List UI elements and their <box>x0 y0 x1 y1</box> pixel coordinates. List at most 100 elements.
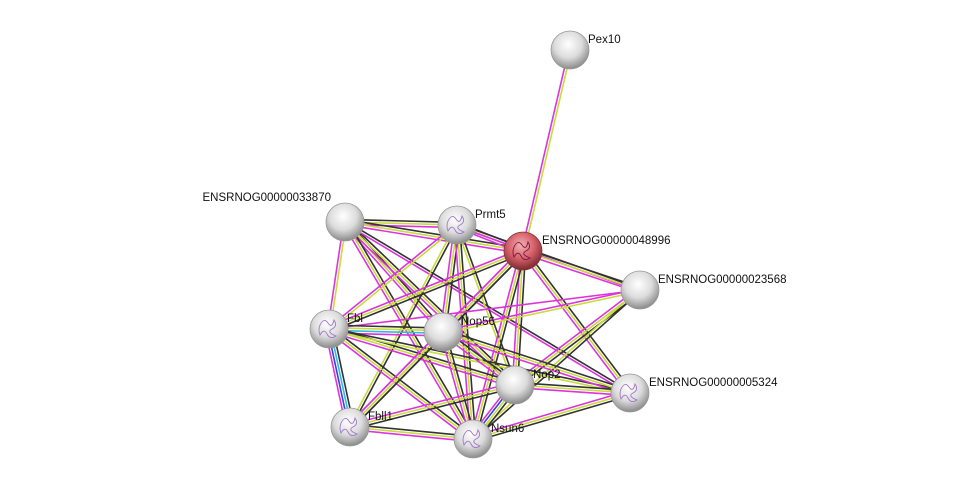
node-sphere[interactable] <box>330 407 370 447</box>
edge-evidence-experiments <box>472 389 630 438</box>
edge-Pex10-ENSRNOG00000048996[interactable] <box>520 49 573 252</box>
node-label: ENSRNOG00000005324 <box>649 377 778 389</box>
edge-ENSRNOG00000033870-ENSRNOG00000048996[interactable] <box>344 218 524 255</box>
node-sphere[interactable] <box>309 309 349 349</box>
edge-evidence-textmining <box>523 50 573 252</box>
edge-evidence-textmining <box>344 221 516 386</box>
edge-Prmt5-Nsun6[interactable] <box>453 224 477 440</box>
edge-evidence-experiments <box>328 332 443 337</box>
node-Pex10[interactable] <box>550 30 590 70</box>
node-sphere[interactable] <box>453 419 493 459</box>
edge-evidence-experiments <box>349 428 473 443</box>
node-label: Nop2 <box>533 369 561 381</box>
edge-evidence-textmining <box>472 250 524 440</box>
edge-evidence-coexpression <box>350 386 516 431</box>
edge-evidence-experiments <box>328 330 515 389</box>
edge-evidence-textmining <box>522 250 631 394</box>
node-ENSRNOG00000005324[interactable] <box>610 373 650 413</box>
node-Nop2[interactable] <box>495 365 535 405</box>
node-sphere[interactable] <box>437 205 477 245</box>
node-Fbll1[interactable] <box>330 407 370 447</box>
node-sphere[interactable] <box>495 365 535 405</box>
protein-structure-icon <box>462 428 481 449</box>
edge-evidence-coexpression <box>346 219 518 384</box>
protein-structure-icon <box>512 240 531 261</box>
edge-Prmt5-Nop2[interactable] <box>455 224 517 386</box>
nodes-layer <box>309 30 660 459</box>
node-label: ENSRNOG00000023568 <box>658 274 787 286</box>
node-ENSRNOG00000048996[interactable] <box>503 231 543 271</box>
node-sphere[interactable] <box>423 312 463 352</box>
edge-evidence-coexpression <box>350 423 474 438</box>
edge-evidence-textmining <box>455 225 515 386</box>
edge-evidence-experiments <box>512 287 639 384</box>
edge-evidence-textmining <box>472 392 631 440</box>
node-label: Fbl <box>347 313 363 325</box>
edge-evidence-experiments <box>441 333 630 397</box>
protein-structure-icon <box>339 416 358 437</box>
node-Nop56[interactable] <box>423 312 463 352</box>
edge-ENSRNOG00000048996-Nsun6[interactable] <box>469 250 527 440</box>
protein-structure-icon <box>318 318 337 339</box>
edge-evidence-textmining <box>349 331 444 428</box>
node-ENSRNOG00000033870[interactable] <box>325 202 365 242</box>
edge-evidence-coexpression <box>524 248 633 392</box>
node-ENSRNOG00000023568[interactable] <box>620 270 660 310</box>
edge-evidence-textmining <box>514 250 524 386</box>
edge-evidence-experiments <box>521 252 640 294</box>
edge-evidence-experiments <box>349 381 515 426</box>
protein-structure-icon <box>446 214 465 235</box>
node-label: Fbll1 <box>368 411 393 423</box>
edge-evidence-coexpression <box>516 251 527 386</box>
edge-evidence-coexpression <box>474 251 527 440</box>
edge-evidence-textmining <box>328 328 474 440</box>
node-Nsun6[interactable] <box>453 419 493 459</box>
edge-Fbl-Nsun6[interactable] <box>326 326 476 442</box>
node-Fbl[interactable] <box>309 309 349 349</box>
node-Prmt5[interactable] <box>437 205 477 245</box>
edge-ENSRNOG00000023568-Nsun6[interactable] <box>471 288 642 441</box>
edge-evidence-textmining <box>329 225 459 331</box>
edge-ENSRNOG00000048996-Fbl[interactable] <box>327 247 525 333</box>
edge-evidence-textmining <box>471 288 640 439</box>
edge-ENSRNOG00000023568-Fbl[interactable] <box>328 289 641 330</box>
edge-ENSRNOG00000005324-Nsun6[interactable] <box>472 389 631 443</box>
edge-evidence-experiments <box>344 223 523 255</box>
edge-ENSRNOG00000023568-Nop56[interactable] <box>442 287 641 335</box>
node-sphere[interactable] <box>503 231 543 271</box>
edge-ENSRNOG00000048996-ENSRNOG00000005324[interactable] <box>520 248 633 396</box>
node-sphere[interactable] <box>620 270 660 310</box>
edge-Nop56-Fbll1[interactable] <box>347 329 446 430</box>
edge-evidence-textmining <box>456 224 474 440</box>
edge-evidence-coexpression <box>329 252 525 333</box>
node-sphere[interactable] <box>325 202 365 242</box>
edge-evidence-coexpression <box>457 224 517 385</box>
edge-evidence-coexpression <box>345 218 524 250</box>
edge-evidence-textmining <box>522 250 641 291</box>
edge-Fbll1-Nsun6[interactable] <box>349 423 474 443</box>
edge-Nop56-ENSRNOG00000005324[interactable] <box>441 328 632 397</box>
edge-Prmt5-Fbl[interactable] <box>327 223 459 331</box>
edge-evidence-coexpression <box>523 247 642 289</box>
edge-ENSRNOG00000048996-ENSRNOG00000023568[interactable] <box>521 247 642 294</box>
edge-evidence-experiments <box>328 289 641 330</box>
edge-evidence-textmining <box>328 250 524 330</box>
edge-evidence-coexpression <box>351 333 446 430</box>
edge-evidence-textmining <box>349 426 474 440</box>
edge-evidence-textmining <box>442 331 631 394</box>
edge-evidence-experiments <box>327 247 523 328</box>
edge-evidence-experiments <box>469 250 522 439</box>
edge-evidence-coexpression <box>329 324 444 329</box>
protein-structure-icon <box>619 382 638 403</box>
edge-evidence-coexpression <box>329 325 516 384</box>
edge-Nop2-Fbll1[interactable] <box>349 381 516 431</box>
edge-evidence-experiments <box>326 330 472 442</box>
node-sphere[interactable] <box>610 373 650 413</box>
node-sphere[interactable] <box>550 30 590 70</box>
node-label: ENSRNOG00000033870 <box>203 192 332 204</box>
labels-layer: Pex10ENSRNOG00000033870Prmt5ENSRNOG00000… <box>203 34 787 435</box>
edge-evidence-textmining <box>348 224 457 427</box>
node-label: Nop56 <box>461 316 495 328</box>
edge-evidence-experiments <box>453 225 472 440</box>
